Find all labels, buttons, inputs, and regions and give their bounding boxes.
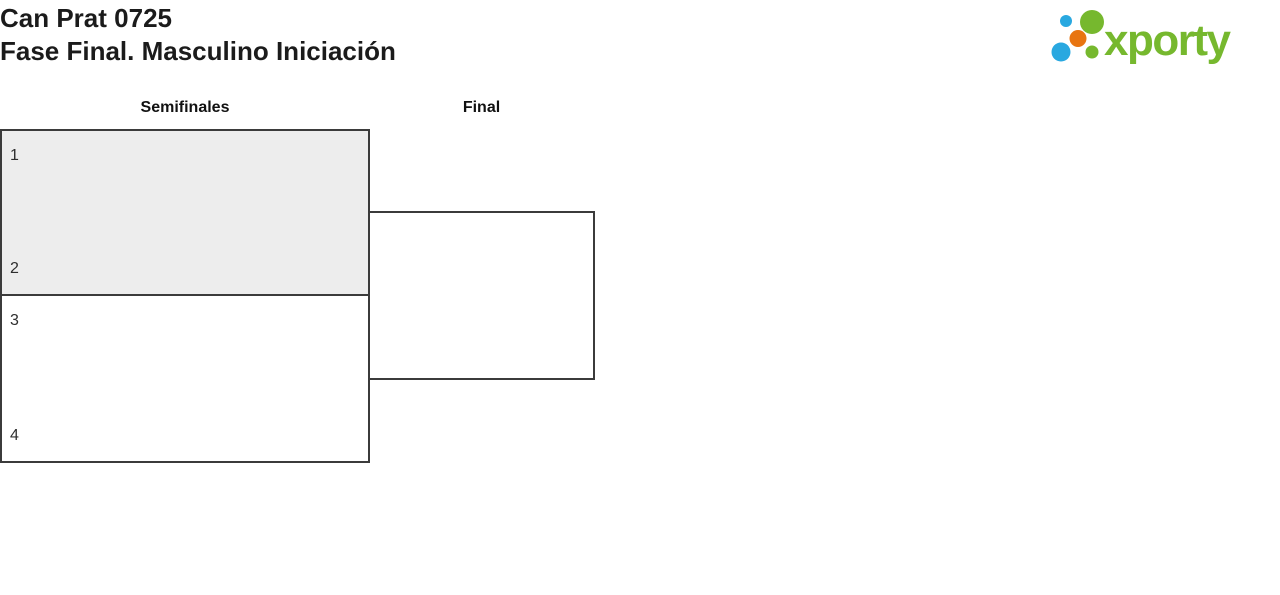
tournament-name: Can Prat 0725: [0, 3, 172, 33]
match-semifinal-2[interactable]: 3 4: [0, 294, 370, 463]
logo-dot-blue-small: [1060, 15, 1072, 27]
phase-category-subtitle: Fase Final. Masculino Iniciación: [0, 36, 396, 66]
match-semifinal-1[interactable]: 1 2: [0, 129, 370, 296]
seed-number: 3: [10, 312, 19, 329]
match-final[interactable]: [368, 211, 595, 380]
round-header-semifinales: Semifinales: [140, 99, 230, 116]
seed-number: 4: [10, 427, 19, 444]
logo-dot-orange: [1069, 30, 1087, 47]
xporty-logo[interactable]: xporty: [1048, 3, 1276, 69]
xporty-logo-dots: [1051, 10, 1104, 62]
xporty-wordmark: xporty: [1104, 16, 1232, 65]
logo-dot-green-small: [1085, 45, 1099, 59]
logo-dot-green-large: [1080, 10, 1104, 34]
seed-number: 1: [10, 147, 19, 164]
logo-dot-blue-medium: [1051, 42, 1071, 62]
round-header-final: Final: [462, 99, 501, 116]
page-title: Can Prat 0725 Fase Final. Masculino Inic…: [0, 2, 396, 68]
seed-number: 2: [10, 260, 19, 277]
